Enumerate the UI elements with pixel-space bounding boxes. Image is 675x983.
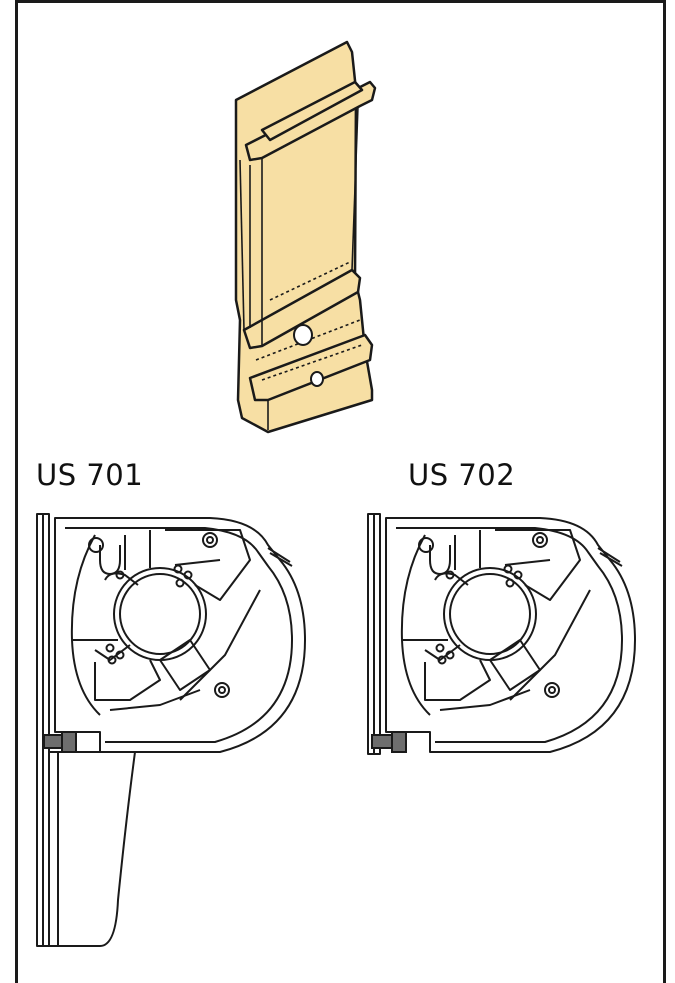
center-bore <box>449 573 531 655</box>
housing-outer <box>385 517 636 753</box>
bracket-hole-upper <box>293 324 313 346</box>
bracket-details <box>239 105 363 430</box>
figure-frame <box>15 0 666 983</box>
bracket-hole-lower <box>310 371 324 387</box>
skirt-panel <box>48 751 136 947</box>
label-us-702: US 702 <box>408 458 516 492</box>
bracket-body <box>234 40 377 434</box>
label-us-701: US 701 <box>36 458 144 492</box>
housing-outer <box>54 517 306 753</box>
center-bore <box>119 573 201 655</box>
